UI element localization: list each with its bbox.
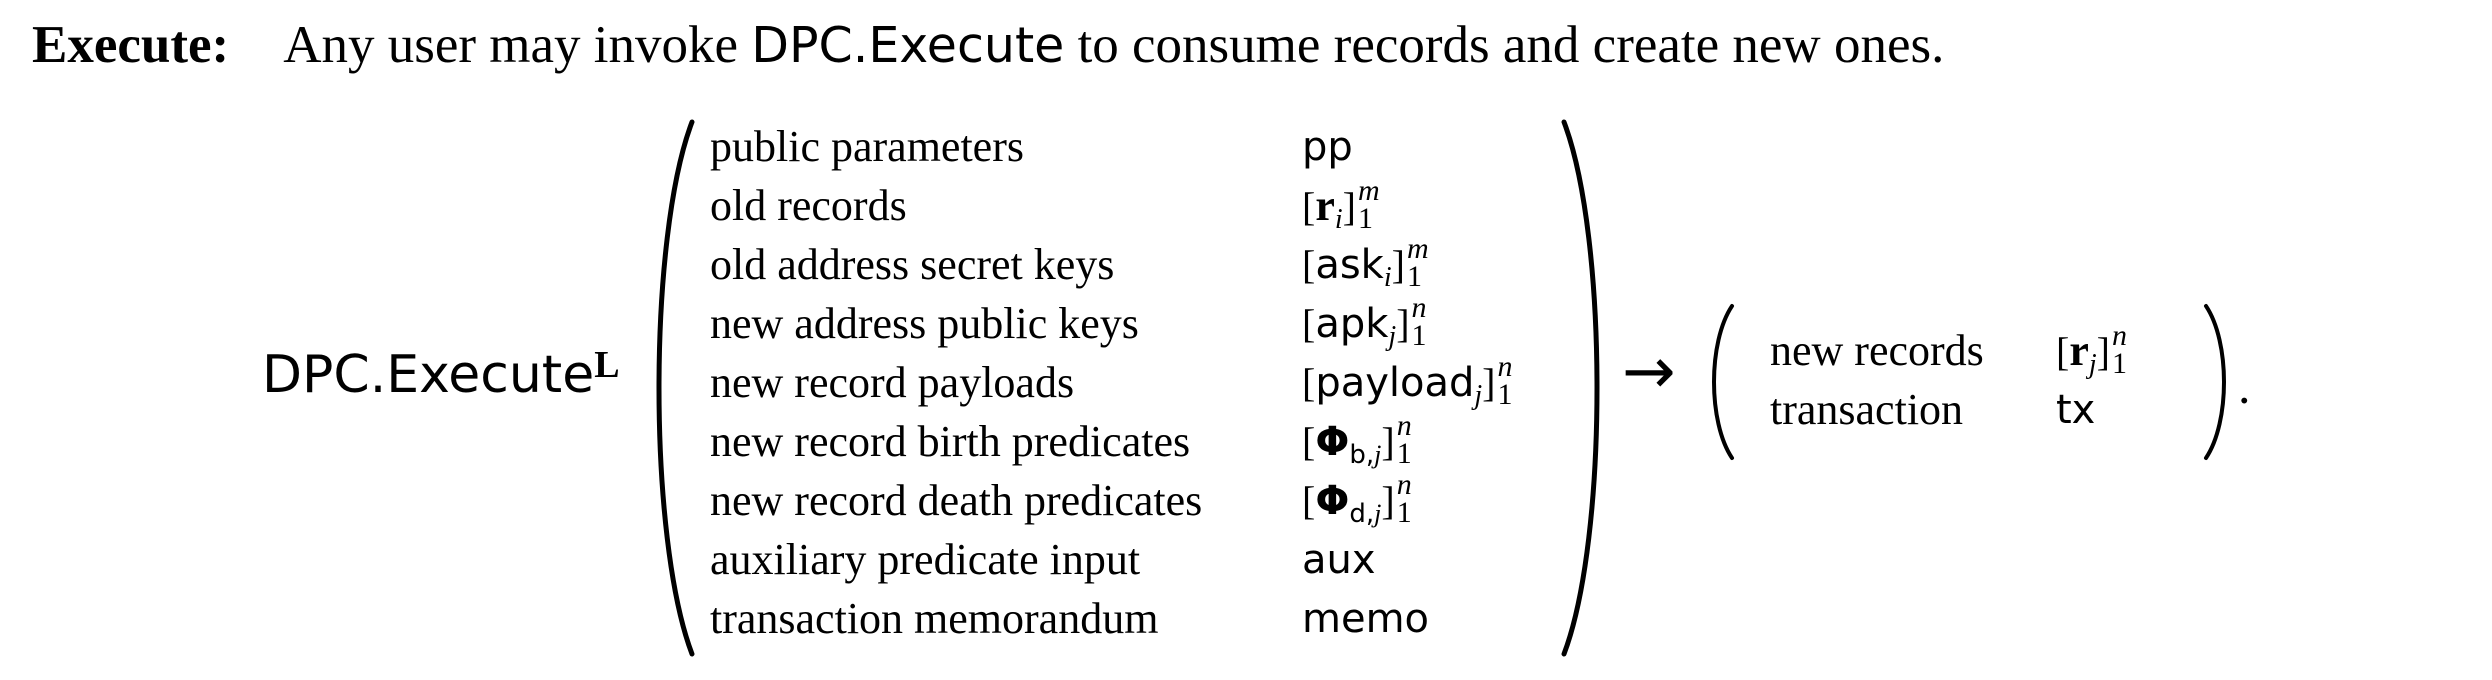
function-name: DPC.ExecuteL	[262, 342, 620, 408]
right-parenthesis	[1561, 119, 1600, 657]
input-label-birth-predicates: new record birth predicates	[710, 417, 1191, 466]
intro-text-pre: Any user may invoke	[283, 16, 752, 74]
input-label-auxiliary-input: auxiliary predicate input	[710, 535, 1141, 584]
input-label-transaction-memorandum: transaction memorandum	[710, 594, 1159, 643]
input-symbol-aux: aux	[1302, 537, 1376, 583]
input-label-public-parameters: public parameters	[710, 122, 1024, 171]
intro-function-name: DPC.Execute	[751, 17, 1065, 74]
input-label-old-address-secret-keys: old address secret keys	[710, 240, 1115, 289]
output-label-transaction: transaction	[1770, 385, 1964, 434]
input-symbol-pp: pp	[1302, 124, 1353, 170]
execute-keyword: Execute:	[32, 16, 230, 74]
output-symbol-tx: tx	[2056, 387, 2096, 433]
input-label-old-records: old records	[710, 181, 907, 230]
intro-sentence: Execute:Any user may invoke DPC.Execute …	[32, 10, 1944, 81]
function-superscript: L	[594, 344, 620, 386]
input-label-death-predicates: new record death predicates	[710, 476, 1203, 525]
output-label-new-records: new records	[1770, 326, 1984, 375]
left-parenthesis	[656, 119, 695, 657]
intro-text-post: to consume records and create new ones.	[1064, 16, 1945, 74]
terminal-period: .	[2238, 358, 2251, 414]
function-name-text: DPC.Execute	[262, 345, 595, 405]
maps-to-arrow: →	[1622, 335, 1676, 409]
output-left-parenthesis	[1712, 304, 1734, 460]
input-label-new-address-public-keys: new address public keys	[710, 299, 1139, 348]
output-right-parenthesis	[2204, 304, 2226, 460]
input-symbol-memo: memo	[1302, 596, 1430, 642]
input-label-new-record-payloads: new record payloads	[710, 358, 1075, 407]
